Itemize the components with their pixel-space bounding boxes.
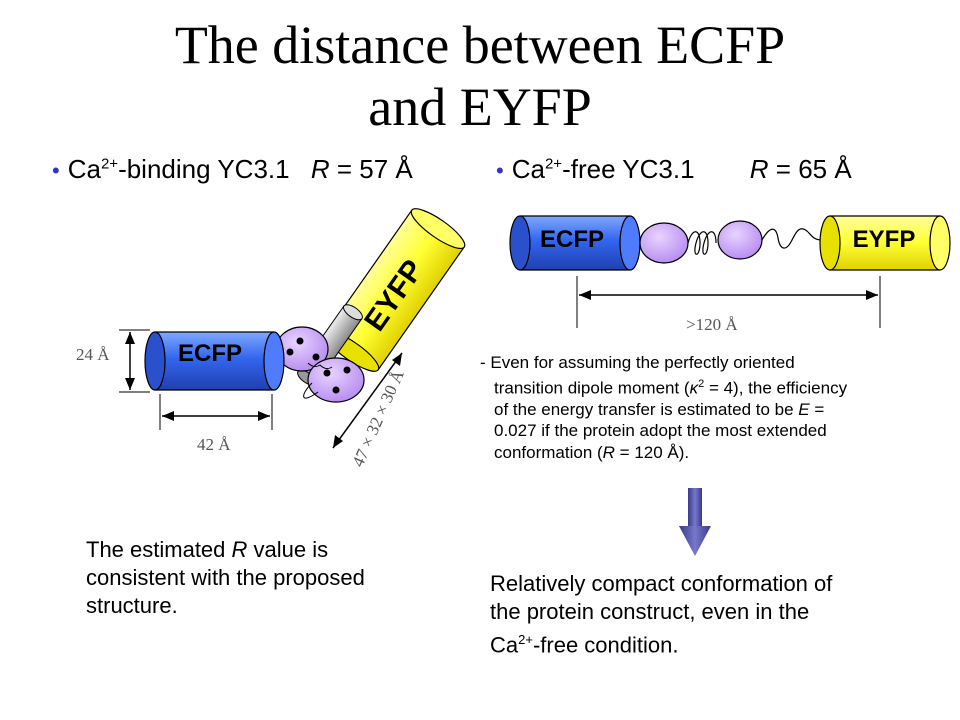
diagonal-dimension (332, 352, 403, 449)
conclusion-free-line-1: Relatively compact conformation of (490, 571, 833, 596)
bullet-r-value: = 65 Å (768, 154, 852, 184)
conclusion-free-line-2: the protein construct, even in the (490, 599, 810, 624)
width-label: 42 Å (197, 435, 231, 454)
note-line-2: transition dipole moment (κ2 = 4), the e… (494, 377, 848, 398)
bullet-r-value: = 57 Å (329, 154, 413, 184)
width-dimension (159, 394, 273, 430)
distance-label: >120 Å (686, 315, 738, 334)
title-line-1: The distance between ECFP (174, 15, 786, 75)
calmodulin-bound (275, 326, 365, 403)
height-dimension (119, 329, 150, 393)
note-line-3: of the energy transfer is estimated to b… (494, 399, 825, 419)
conclusion-bound-line-1: The estimated R value is (86, 537, 329, 562)
height-label: 24 Å (76, 345, 110, 364)
right-ecfp-cylinder: ECFP (509, 215, 641, 271)
note-line-5: conformation (R = 120 Å). (494, 442, 690, 462)
right-eyfp-cylinder: EYFP (819, 215, 951, 271)
note-line-4: 0.027 if the protein adopt the most exte… (494, 421, 827, 441)
bullet-prefix: Ca (67, 154, 101, 184)
distance-dimension (576, 276, 881, 328)
conclusion-bound: The estimated R value is consistent with… (86, 536, 365, 620)
eyfp-cylinder-tilted: EYFP (324, 208, 466, 372)
conclusion-bound-line-3: structure. (86, 593, 178, 618)
left-ecfp-cylinder: ECFP (144, 331, 285, 391)
note-line-1: - Even for assuming the perfectly orient… (480, 353, 795, 372)
bullet-ca-free: • Ca2+-free YC3.1 R = 65 Å (496, 154, 852, 185)
left-bound-diagram: EYFP ECFP (76, 208, 466, 470)
conclusion-bound-line-2: consistent with the proposed (86, 565, 365, 590)
bullet-sup: 2+ (100, 155, 119, 173)
title-line-2: and EYFP (368, 77, 592, 137)
bullet-dot: • (496, 158, 504, 183)
fret-efficiency-note: - Even for assuming the perfectly orient… (480, 352, 940, 463)
bullet-prefix: Ca (511, 154, 545, 184)
left-ecfp-label: ECFP (178, 340, 242, 367)
bullet-sup: 2+ (544, 155, 563, 173)
conclusion-free-line-3: Ca2+-free condition. (490, 632, 679, 658)
slide-title: The distance between ECFP and EYFP (0, 14, 960, 138)
conclusion-free: Relatively compact conformation of the p… (490, 570, 832, 659)
bullet-dot: • (52, 158, 60, 183)
bullet-r-symbol: R (749, 154, 769, 184)
right-ecfp-label: ECFP (540, 226, 604, 253)
bullet-text: -free YC3.1 (562, 154, 695, 184)
bullet-text: -binding YC3.1 (118, 154, 290, 184)
right-free-diagram: ECFP EYFP >120 Å (509, 215, 951, 334)
calmodulin-free (639, 220, 823, 264)
right-eyfp-label: EYFP (853, 226, 916, 253)
down-arrow-icon (679, 488, 711, 556)
bullet-ca-binding: • Ca2+-binding YC3.1 R = 57 Å (52, 154, 413, 185)
bullet-r-symbol: R (310, 154, 330, 184)
